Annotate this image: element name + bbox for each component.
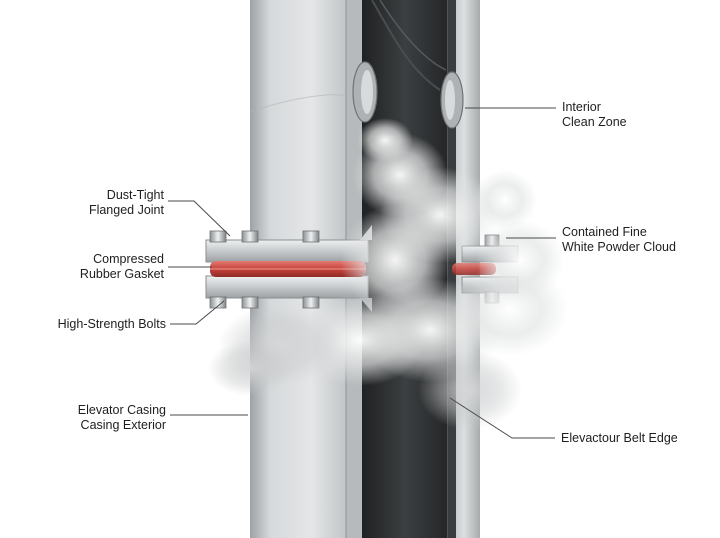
label-line: High-Strength Bolts [57, 317, 166, 331]
label-line: Contained Fine [562, 225, 647, 239]
label-dust-tight-joint: Dust-Tight Flanged Joint [64, 188, 164, 218]
label-line: Rubber Gasket [79, 267, 164, 281]
leader-belt [449, 397, 555, 439]
label-interior-clean-zone: Interior Clean Zone [562, 100, 627, 130]
belt-roller-right [440, 71, 464, 129]
label-line: White Powder Cloud [562, 240, 676, 254]
label-line: Interior [562, 100, 601, 114]
leader-lines [168, 107, 556, 439]
label-line: Casing Exterior [80, 418, 166, 432]
label-high-strength-bolts: High-Strength Bolts [32, 317, 166, 332]
label-powder-cloud: Contained Fine White Powder Cloud [562, 225, 676, 255]
label-line: Compressed [93, 252, 164, 266]
label-compressed-gasket: Compressed Rubber Gasket [64, 252, 164, 282]
label-line: Dust-Tight [106, 188, 164, 202]
leader-bolts [170, 300, 225, 325]
label-elevator-casing: Elevator Casing Casing Exterior [46, 403, 166, 433]
belt-roller-left [352, 61, 378, 123]
powder-cloud [208, 118, 568, 430]
label-line: Elevator Casing [77, 403, 166, 417]
label-belt-edge: Elevactour Belt Edge [561, 431, 678, 446]
leader-dust-tight [168, 200, 231, 237]
label-line: Elevactour Belt Edge [561, 431, 678, 445]
label-line: Flanged Joint [88, 203, 164, 217]
label-line: Clean Zone [562, 115, 627, 129]
